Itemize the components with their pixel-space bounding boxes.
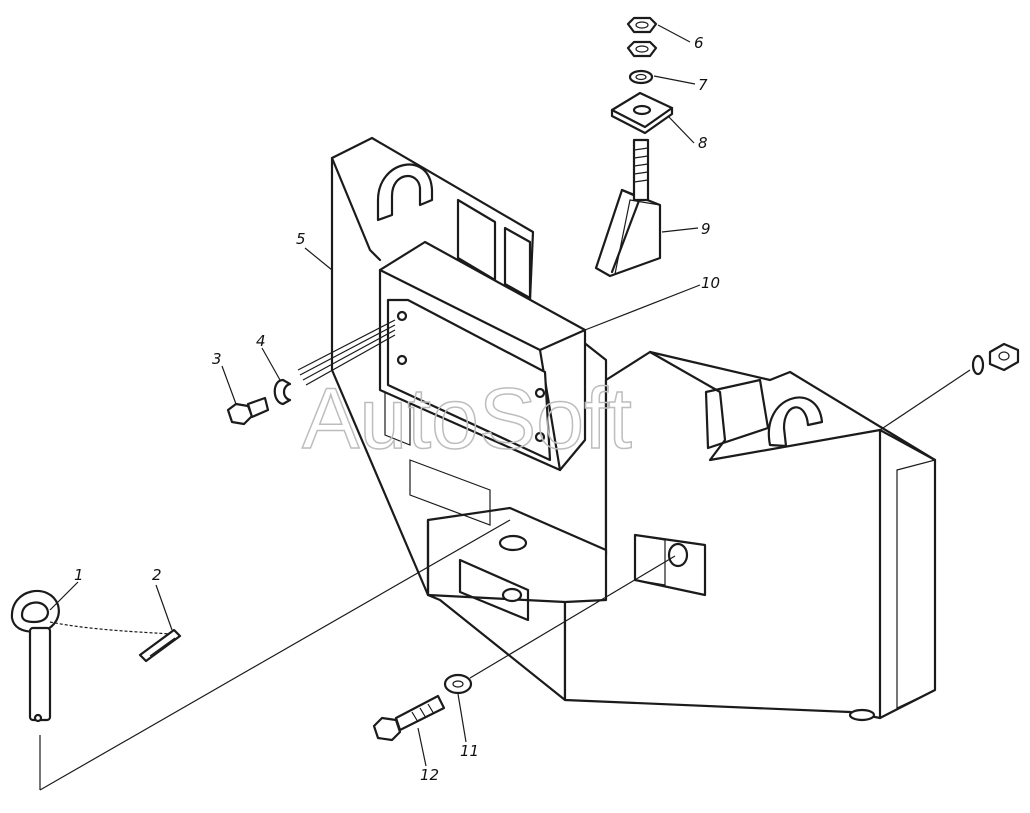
callout-5: 5	[296, 230, 306, 248]
stud-assembly	[594, 16, 674, 278]
callout-9: 9	[701, 220, 711, 238]
mounting-plate	[378, 240, 587, 472]
callout-2: 2	[152, 566, 162, 584]
right-nut-washer	[879, 342, 1020, 431]
callout-12: 12	[420, 766, 439, 784]
leader-lines	[49, 24, 701, 767]
callout-11: 11	[460, 742, 479, 760]
callout-7: 7	[698, 76, 708, 94]
callout-8: 8	[698, 134, 708, 152]
callout-4: 4	[256, 332, 266, 350]
callout-1: 1	[74, 566, 84, 584]
callout-labels: 1 2 3 4 5 6 7 8 9 10 11 12	[74, 34, 720, 784]
watermark-text: AutoSoft	[302, 371, 632, 467]
bolt-12-washer-11	[372, 555, 676, 742]
pin-and-clip	[10, 519, 511, 791]
callout-10: 10	[701, 274, 720, 292]
callout-3: 3	[212, 350, 222, 368]
callout-6: 6	[694, 34, 704, 52]
